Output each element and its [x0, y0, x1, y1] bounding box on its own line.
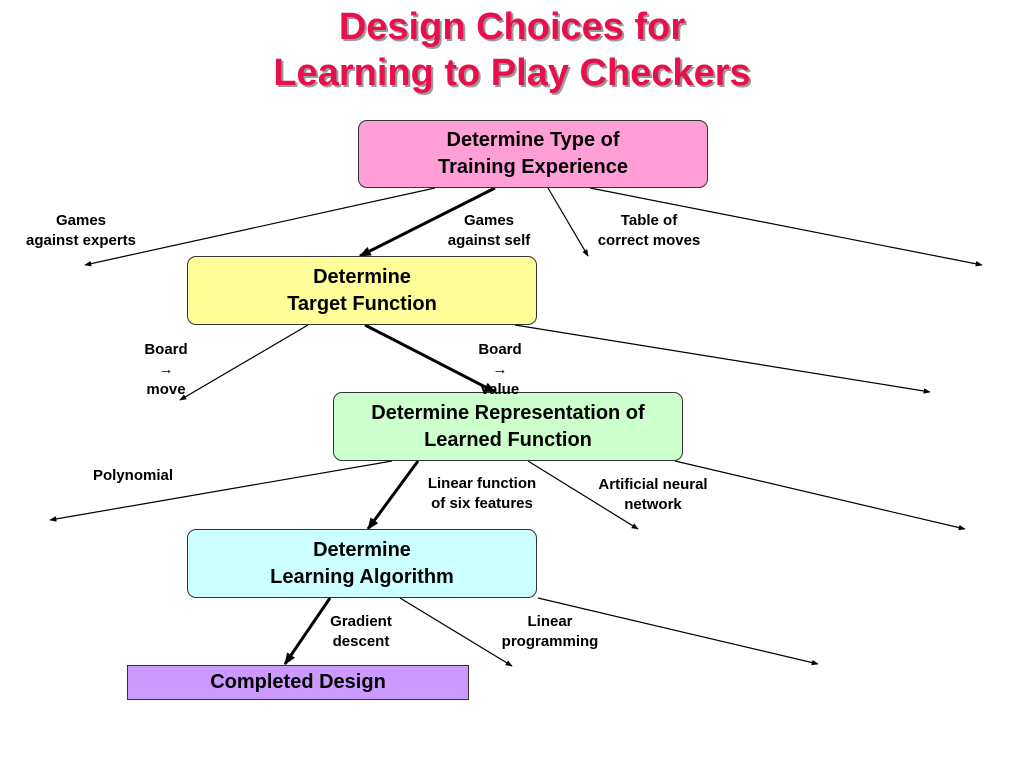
arrow-linear-function — [366, 460, 420, 530]
label-linear-function: Linear function of six features — [427, 475, 537, 512]
algorithm-box-line-1: Determine — [313, 538, 411, 561]
training-experience-box: Determine Type of Training Experience — [358, 120, 708, 188]
arrow-target-other — [514, 324, 931, 394]
representation-box: Determine Representation of Learned Func… — [333, 392, 683, 461]
arrow-ann — [527, 460, 639, 530]
label-games-experts: Games against experts — [25, 212, 137, 249]
arrow-board-move — [179, 324, 309, 401]
training-box-line-1: Determine Type of — [446, 129, 620, 151]
learning-algorithm-box: Determine Learning Algorithm — [187, 529, 537, 598]
arrow-games-experts — [84, 187, 436, 267]
label-artificial-neural-network: Artificial neural network — [598, 476, 708, 513]
representation-box-line-2: Learned Function — [424, 428, 592, 451]
arrow-training-other — [589, 187, 983, 267]
arrow-table-moves — [547, 187, 589, 257]
arrow-linear-programming — [399, 597, 513, 667]
arrow-board-value — [364, 323, 497, 394]
algorithm-box-line-2: Learning Algorithm — [270, 565, 454, 588]
right-arrow-icon: → — [492, 361, 508, 378]
arrow-algorithm-other — [537, 597, 819, 666]
target-box-line-2: Target Function — [287, 292, 437, 315]
label-polynomial: Polynomial — [92, 467, 174, 484]
title-line-1: Design Choices for — [338, 6, 686, 48]
representation-box-line-1: Determine Representation of — [371, 401, 645, 424]
completed-design-box: Completed Design — [127, 665, 469, 700]
completed-box-text: Completed Design — [210, 671, 386, 693]
label-games-self: Games against self — [447, 212, 531, 249]
arrow-games-self — [358, 186, 496, 258]
label-gradient-descent: Gradient descent — [330, 613, 392, 650]
label-linear-programming: Linear programming — [501, 613, 599, 650]
label-table-moves: Table of correct moves — [597, 212, 701, 249]
training-box-line-2: Training Experience — [437, 156, 629, 178]
arrow-polynomial — [49, 460, 393, 522]
label-board-move: Board→move — [144, 341, 188, 398]
right-arrow-icon: → — [158, 361, 174, 378]
target-box-line-1: Determine — [313, 265, 411, 288]
arrow-representation-other — [674, 460, 966, 531]
label-board-value: Board→value — [478, 341, 522, 398]
target-function-box: Determine Target Function — [187, 256, 537, 325]
title-line-2: Learning to Play Checkers — [273, 52, 751, 94]
arrow-gradient — [283, 597, 332, 665]
page-title: Design Choices for Learning to Play Chec… — [0, 4, 1024, 96]
